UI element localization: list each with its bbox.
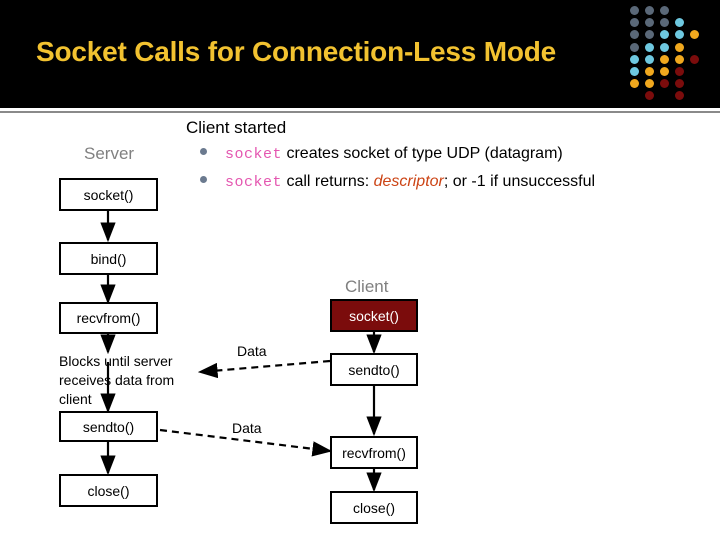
deco-dot-icon	[675, 79, 684, 89]
list-item: socket creates socket of type UDP (datag…	[186, 142, 716, 167]
deco-dot-icon	[630, 6, 639, 15]
node-client-recvfrom[interactable]: recvfrom()	[330, 436, 418, 469]
bullet-dot-icon	[200, 176, 207, 183]
deco-dot-icon	[675, 54, 684, 64]
bullet-body: creates socket of type UDP (datagram)	[286, 145, 563, 162]
bullet-dot-icon	[200, 148, 207, 155]
dashed-flow-client-to-server	[197, 359, 331, 379]
bullet-body-lead: call returns:	[286, 173, 374, 190]
node-server-recvfrom[interactable]: recvfrom()	[59, 302, 158, 334]
deco-dot-icon	[675, 42, 684, 52]
node-client-sendto[interactable]: sendto()	[330, 353, 418, 386]
deco-dot-icon	[690, 30, 699, 40]
deco-dot-icon	[660, 54, 669, 64]
title-banner: Socket Calls for Connection-Less Mode	[0, 0, 720, 108]
deco-dot-icon	[645, 54, 654, 64]
deco-dot-icon	[630, 42, 639, 52]
dot-grid-decoration	[630, 6, 714, 104]
deco-dot-icon	[630, 54, 639, 64]
page-title: Socket Calls for Connection-Less Mode	[36, 36, 557, 67]
deco-dot-icon	[675, 18, 684, 28]
node-server-socket[interactable]: socket()	[59, 178, 158, 211]
node-client-socket[interactable]: socket()	[330, 299, 418, 332]
deco-dot-icon	[630, 79, 639, 89]
deco-dot-icon	[645, 30, 654, 40]
deco-dot-icon	[645, 6, 654, 15]
deco-dot-icon	[645, 42, 654, 52]
node-server-bind[interactable]: bind()	[59, 242, 158, 275]
deco-dot-icon	[630, 67, 639, 76]
deco-dot-icon	[690, 54, 699, 64]
server-blocking-note: Blocks until server receives data from c…	[59, 353, 175, 407]
deco-dot-icon	[645, 91, 654, 101]
bullet-body-tail: ; or -1 if unsuccessful	[443, 173, 596, 190]
node-server-close[interactable]: close()	[59, 474, 158, 507]
notes-block: Client started socket creates socket of …	[186, 117, 716, 195]
deco-dot-icon	[660, 18, 669, 28]
deco-dot-icon	[660, 30, 669, 40]
code-keyword: socket	[225, 146, 283, 163]
deco-dot-icon	[675, 67, 684, 76]
deco-dot-icon	[645, 67, 654, 76]
header-divider	[0, 111, 720, 113]
node-server-sendto[interactable]: sendto()	[59, 411, 158, 442]
bullet-text: socket call returns: descriptor; or -1 i…	[225, 170, 595, 195]
deco-dot-icon	[660, 79, 669, 89]
emphasis-descriptor: descriptor	[373, 173, 444, 190]
deco-dot-icon	[675, 30, 684, 40]
deco-dot-icon	[630, 30, 639, 40]
node-client-close[interactable]: close()	[330, 491, 418, 524]
deco-dot-icon	[660, 42, 669, 52]
deco-dot-icon	[645, 79, 654, 89]
flow-label-client-to-server: Data	[237, 343, 267, 359]
deco-dot-icon	[630, 18, 639, 28]
deco-dot-icon	[660, 67, 669, 76]
notes-heading: Client started	[186, 118, 287, 137]
server-column-label: Server	[84, 144, 135, 163]
client-column-label: Client	[345, 277, 389, 296]
code-keyword: socket	[225, 174, 283, 191]
flow-label-server-to-client: Data	[232, 420, 262, 436]
list-item: socket call returns: descriptor; or -1 i…	[186, 170, 716, 195]
bullet-text: socket creates socket of type UDP (datag…	[225, 142, 563, 167]
deco-dot-icon	[675, 91, 684, 101]
deco-dot-icon	[660, 6, 669, 15]
deco-dot-icon	[645, 18, 654, 28]
